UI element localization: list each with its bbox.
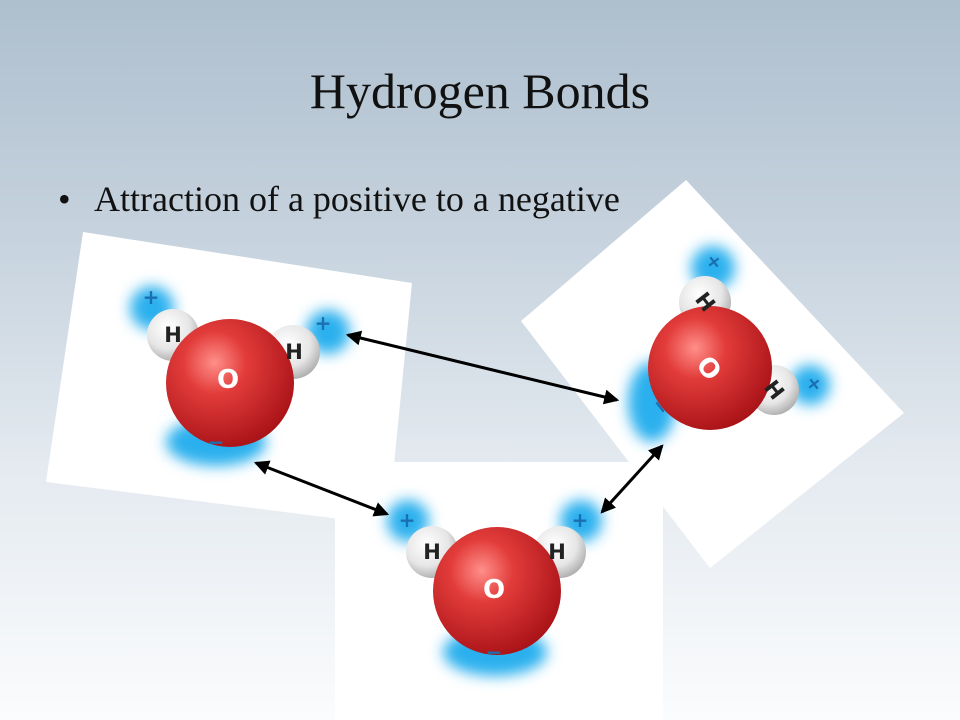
water-molecule-bottom: H H O + + − <box>387 500 602 676</box>
hydrogen-label: H <box>164 323 182 347</box>
hydrogen-label: H <box>423 540 441 564</box>
water-molecule-left: H H O + + − <box>130 285 350 466</box>
positive-glow <box>790 365 830 405</box>
hydrogen-bond-arrow <box>345 330 620 405</box>
positive-charge: + <box>399 508 416 532</box>
bullet-text: Attraction of a positive to a negative <box>94 179 620 219</box>
positive-charge: + <box>315 311 332 335</box>
slide-title: Hydrogen Bonds <box>309 63 651 119</box>
oxygen-atom <box>166 319 294 447</box>
hydrogen-label: H <box>285 340 303 364</box>
oxygen-atom <box>648 306 772 430</box>
oxygen-label: O <box>217 365 239 395</box>
bullet-item: • Attraction of a positive to a negative <box>58 178 620 220</box>
negative-charge: − <box>208 430 225 454</box>
negative-charge: − <box>486 640 503 664</box>
hydrogen-bond-arrow <box>253 460 390 517</box>
bullet-icon: • <box>58 179 71 219</box>
hydrogen-bond-arrow <box>600 444 664 514</box>
hydrogen-label: H <box>548 540 566 564</box>
oxygen-atom <box>433 527 561 655</box>
water-molecule-right: H H O + + − <box>628 246 830 442</box>
oxygen-label: O <box>483 575 505 605</box>
positive-charge: + <box>143 285 160 309</box>
positive-charge: + <box>572 508 589 532</box>
